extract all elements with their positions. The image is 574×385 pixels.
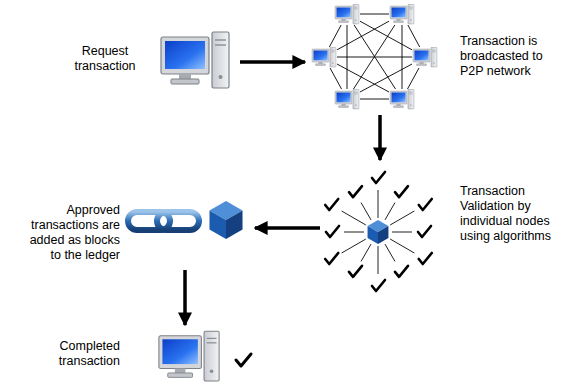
request-step: Request transaction [40,28,240,100]
ledger-step: Approved transactions are added as block… [15,195,255,270]
step-label: Transaction Validation by individual nod… [460,184,568,244]
step-label: Transaction is broadcasted to P2P networ… [460,34,565,79]
broadcast-step: Transaction is broadcasted to P2P networ… [305,2,570,115]
flow-arrow [183,270,187,325]
step-label: Completed transaction [40,339,120,369]
step-label: Request transaction [65,44,145,74]
flow-arrow [378,115,382,160]
flow-arrow [240,60,305,64]
step-label: Approved transactions are added as block… [20,203,120,263]
completed-step: Completed transaction [15,325,270,383]
flow-arrow [255,226,320,230]
validation-step: Transaction Validation by individual nod… [320,160,570,300]
